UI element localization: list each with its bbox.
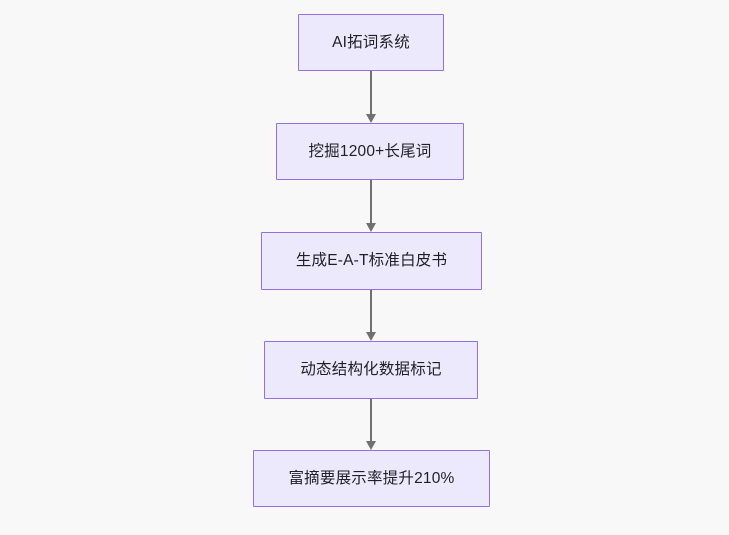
arrow-head-icon [366,441,376,450]
flow-node-dynamic-structured-data-markup[interactable]: 动态结构化数据标记 [264,341,478,399]
flow-node-mine-longtail-keywords[interactable]: 挖掘1200+长尾词 [276,123,464,180]
flow-edge-node4-to-node5 [366,399,376,450]
edge-line [370,290,372,333]
flow-edge-node2-to-node3 [366,180,376,232]
edge-line [370,71,372,115]
edge-line [370,180,372,224]
flow-node-label: 动态结构化数据标记 [300,361,442,379]
edge-line [370,399,372,442]
flow-node-label: 挖掘1200+长尾词 [308,142,432,160]
arrow-head-icon [366,223,376,232]
flow-node-label: 富摘要展示率提升210% [288,469,455,487]
arrow-head-icon [366,114,376,123]
flow-node-label: AI拓词系统 [332,33,410,51]
flow-edge-node1-to-node2 [366,71,376,123]
flow-node-ai-keyword-system[interactable]: AI拓词系统 [298,14,444,71]
flow-edge-node3-to-node4 [366,290,376,341]
flow-node-generate-eat-whitepaper[interactable]: 生成E-A-T标准白皮书 [261,232,482,290]
flow-node-rich-snippet-impression-lift[interactable]: 富摘要展示率提升210% [253,450,490,507]
arrow-head-icon [366,332,376,341]
flow-node-label: 生成E-A-T标准白皮书 [295,252,448,270]
